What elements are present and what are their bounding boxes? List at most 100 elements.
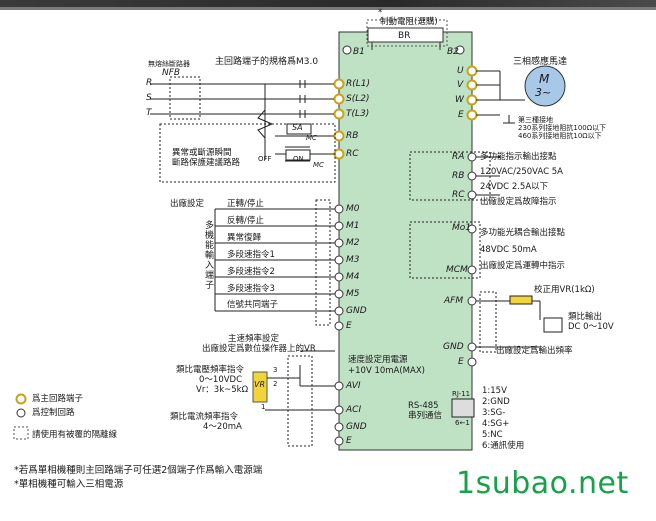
br-label: BR bbox=[398, 31, 411, 41]
volt-2: 0～10VDC bbox=[199, 375, 243, 385]
brake-resistor-label: 制動電阻(選購) bbox=[380, 17, 438, 27]
term-m2: M2 bbox=[346, 238, 360, 248]
term-t: T(L3) bbox=[346, 109, 370, 119]
term-m5: M5 bbox=[346, 289, 360, 299]
term-r: R(L1) bbox=[346, 79, 371, 89]
top-bar-shadow bbox=[0, 7, 656, 10]
term-rb: RB bbox=[346, 131, 359, 141]
freq-1: 主速頻率設定 bbox=[228, 334, 280, 344]
footer-line-2: *單相機種可輸入三相電源 bbox=[14, 479, 124, 490]
term-rc-right: RC bbox=[452, 190, 465, 200]
term-m0: M0 bbox=[346, 204, 360, 214]
relay-2: 120VAC/250VAC 5A bbox=[480, 167, 563, 177]
rj-pins: 6←1 bbox=[455, 419, 470, 427]
relay-3: 24VDC 2.5A以下 bbox=[480, 182, 549, 192]
t-label: T bbox=[146, 108, 152, 118]
ground-2: 230系列接地阻抗100Ω以下 bbox=[518, 124, 607, 132]
analog-1: 類比輸出 bbox=[568, 312, 603, 322]
photo-3: 出廠設定爲運轉中指示 bbox=[480, 261, 566, 271]
term-avi: AVI bbox=[346, 381, 361, 391]
brake-star: * bbox=[378, 8, 383, 18]
mc-label-1: MC bbox=[306, 134, 317, 142]
term-gnd2: GND bbox=[346, 422, 367, 432]
calib-label: 校正用VR(1kΩ) bbox=[534, 285, 595, 295]
legend-main: 爲主回路端子 bbox=[32, 394, 84, 404]
term-b1: B1 bbox=[353, 47, 365, 57]
term-afm: AFM bbox=[444, 296, 464, 306]
curr-1: 類比電流頻率指令 bbox=[170, 412, 239, 422]
term-gnd-right: GND bbox=[443, 342, 464, 352]
term-e2: E bbox=[346, 436, 352, 446]
term-e: E bbox=[346, 321, 352, 331]
input-3: 多段速指令1 bbox=[227, 250, 275, 260]
drive-body bbox=[338, 31, 473, 451]
term-b2: B2 bbox=[447, 47, 459, 57]
legend-ctrl: 爲控制回路 bbox=[32, 408, 75, 418]
spec-label: 主回路端子的規格爲M3.0 bbox=[215, 57, 319, 67]
volt-3: Vr：3k~5kΩ bbox=[196, 385, 249, 395]
input-5: 多段速指令3 bbox=[227, 284, 275, 294]
term-e-right2: E bbox=[458, 357, 464, 367]
photo-2: 48VDC 50mA bbox=[480, 245, 537, 255]
on-label: ON bbox=[293, 155, 304, 163]
pin-list-2: 3:SG- bbox=[482, 408, 506, 418]
freq-2: 出廠設定爲數位操作器上的VR bbox=[202, 344, 316, 354]
term-gnd: GND bbox=[346, 306, 367, 316]
afm-note: 出廠設定爲輸出頻率 bbox=[496, 346, 573, 356]
input-1: 反轉/停止 bbox=[227, 216, 264, 226]
top-bar bbox=[0, 0, 656, 7]
off-label: OFF bbox=[258, 155, 272, 163]
abnormal-2: 斷路保護建議路路 bbox=[172, 158, 241, 168]
term-mcm: MCM bbox=[446, 265, 468, 275]
photo-1: 多功能光耦合輸出接點 bbox=[480, 228, 566, 238]
term-m4: M4 bbox=[346, 272, 360, 282]
ground-3: 460系列接地阻抗10Ω以下 bbox=[518, 132, 602, 140]
abnormal-1: 異常或斷源瞬間 bbox=[172, 148, 232, 158]
term-m3: M3 bbox=[346, 255, 360, 265]
supply-1: 速度設定用電源 bbox=[348, 355, 408, 365]
term-w: W bbox=[455, 95, 464, 105]
factory-label: 出廠設定 bbox=[170, 199, 205, 209]
curr-2: 4～20mA bbox=[203, 422, 242, 432]
term-s: S(L2) bbox=[346, 94, 370, 104]
term-mo1: Mo1 bbox=[452, 223, 471, 233]
pin-list-5: 6:通訊使用 bbox=[482, 441, 525, 451]
term-v: V bbox=[457, 80, 464, 90]
sa-label: SA bbox=[292, 123, 303, 132]
term-m1: M1 bbox=[346, 221, 360, 231]
pin-list-0: 1:15V bbox=[482, 386, 507, 396]
pin-1: 1 bbox=[261, 403, 266, 411]
input-4: 多段速指令2 bbox=[227, 267, 275, 277]
pin-list-1: 2:GND bbox=[482, 397, 510, 407]
watermark: 1subao.net bbox=[456, 466, 629, 501]
mc-label-2: MC bbox=[313, 161, 324, 169]
vr-label: VR bbox=[254, 380, 266, 389]
term-ra: RA bbox=[452, 152, 465, 162]
input-2: 異常復歸 bbox=[227, 233, 262, 243]
nfb-label: NFB bbox=[162, 68, 181, 78]
rj-label: RJ-11 bbox=[452, 390, 471, 398]
motor-m3: 3~ bbox=[535, 86, 552, 99]
analog-2: DC 0～10V bbox=[568, 322, 614, 332]
pin-list-3: 4:SG+ bbox=[482, 419, 510, 429]
input-0: 正轉/停止 bbox=[227, 199, 264, 209]
ground-1: 第三種接地 bbox=[518, 116, 553, 124]
supply-2: +10V 10mA(MAX) bbox=[348, 366, 425, 376]
term-rc: RC bbox=[346, 149, 359, 159]
brake-resistor bbox=[367, 27, 444, 43]
term-u: U bbox=[457, 66, 464, 76]
term-aci: ACI bbox=[346, 405, 362, 415]
volt-1: 類比電壓頻率指令 bbox=[176, 365, 245, 375]
pin-3: 3 bbox=[273, 366, 278, 374]
breaker-label: 無熔絲斷路器 bbox=[148, 60, 190, 68]
pin-list-4: 5:NC bbox=[482, 430, 503, 440]
s-label: S bbox=[146, 93, 152, 103]
motor-title: 三相感應馬達 bbox=[513, 57, 568, 67]
footer-notes: *若爲單相機種則主回路端子可任選2個端子作爲輸入電源端 *單相機種可輸入三相電源 bbox=[14, 464, 262, 492]
rs485-1: RS-485 bbox=[408, 401, 439, 411]
rs485-2: 串列通信 bbox=[408, 411, 443, 421]
term-e-right: E bbox=[458, 110, 464, 120]
multi-func-label: 多機能輸入端子 bbox=[203, 220, 213, 290]
r-label: R bbox=[146, 78, 153, 88]
